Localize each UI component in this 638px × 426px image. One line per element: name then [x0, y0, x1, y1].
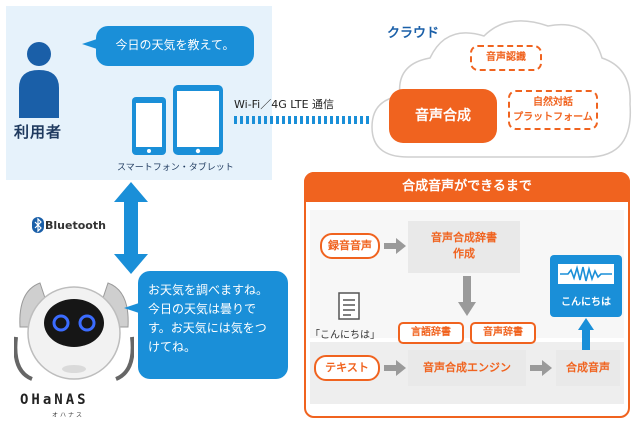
arrow-recording-to-dict — [384, 238, 406, 254]
network-dotted-line — [234, 116, 370, 124]
bluetooth-arrow — [114, 182, 148, 274]
speech-recognition-label: 音声認識 — [486, 52, 526, 63]
bluetooth-icon — [32, 217, 44, 233]
arrow-engine-to-output — [530, 360, 552, 376]
language-dict-tag: 言語辞書 — [398, 322, 464, 344]
dict-creation-line1: 音声合成辞書 — [431, 231, 497, 244]
smartphone-icon — [132, 97, 166, 155]
speech-sample-text: こんにちは — [561, 297, 611, 308]
synthesized-voice-box: 合成音声 — [556, 350, 620, 386]
ohanas-logo-text: OHaNAS — [20, 392, 89, 408]
user-speech-text: 今日の天気を教えて。 — [115, 38, 235, 52]
bubble2-tail — [124, 302, 142, 314]
text-input-box: テキスト — [314, 355, 380, 381]
arrow-text-to-engine — [384, 360, 406, 376]
recorded-voice-box: 録音音声 — [320, 233, 380, 259]
user-label: 利用者 — [14, 123, 63, 141]
voice-dict-tag: 音声辞書 — [470, 322, 536, 344]
dict-creation-line2: 作成 — [453, 247, 475, 260]
bluetooth-label: Bluetooth — [45, 219, 106, 232]
dialogue-platform-box: 自然対話 プラットフォーム — [508, 90, 598, 130]
ohanas-logo-sub: オハナス — [52, 412, 85, 419]
arrow-dict-down — [458, 276, 476, 316]
dict-creation-box: 音声合成辞書 作成 — [408, 221, 520, 273]
recorded-voice-label: 録音音声 — [328, 239, 372, 252]
network-label: Wi-Fi／4G LTE 通信 — [234, 98, 335, 111]
user-speech-bubble: 今日の天気を教えて。 — [96, 26, 254, 66]
text-input-label: テキスト — [325, 361, 369, 374]
waveform-icon — [558, 264, 614, 284]
ohanas-logo: OHaNAS — [20, 392, 89, 408]
robot-speech-text: お天気を調べますね。今日の天気は曇りです。お天気には気をつけてね。 — [148, 283, 269, 354]
document-icon — [338, 292, 360, 320]
synthesis-engine-label: 音声合成エンジン — [423, 361, 511, 374]
sample-text-label: 「こんにちは」 — [310, 330, 380, 341]
bubble1-tail — [82, 38, 100, 50]
arrow-output-up — [578, 318, 594, 350]
robot-speech-bubble: お天気を調べますね。今日の天気は曇りです。お天気には気をつけてね。 — [138, 271, 288, 379]
tablet-icon — [173, 85, 223, 155]
user-icon — [19, 42, 59, 118]
flow-heading: 合成音声ができるまで — [304, 172, 630, 202]
ohanas-robot-image — [14, 282, 134, 381]
synthesized-voice-label: 合成音声 — [566, 361, 610, 374]
cloud-title: クラウド — [387, 26, 440, 41]
speech-synthesis-label: 音声合成 — [415, 108, 471, 124]
dialogue-platform-line1: 自然対話 — [533, 97, 573, 108]
synthesis-engine-box: 音声合成エンジン — [408, 350, 526, 386]
speech-recognition-box: 音声認識 — [470, 45, 542, 71]
speech-synthesis-box: 音声合成 — [389, 89, 497, 143]
dialogue-platform-line2: プラットフォーム — [513, 112, 593, 123]
devices-label: スマートフォン・タブレット — [117, 163, 234, 173]
